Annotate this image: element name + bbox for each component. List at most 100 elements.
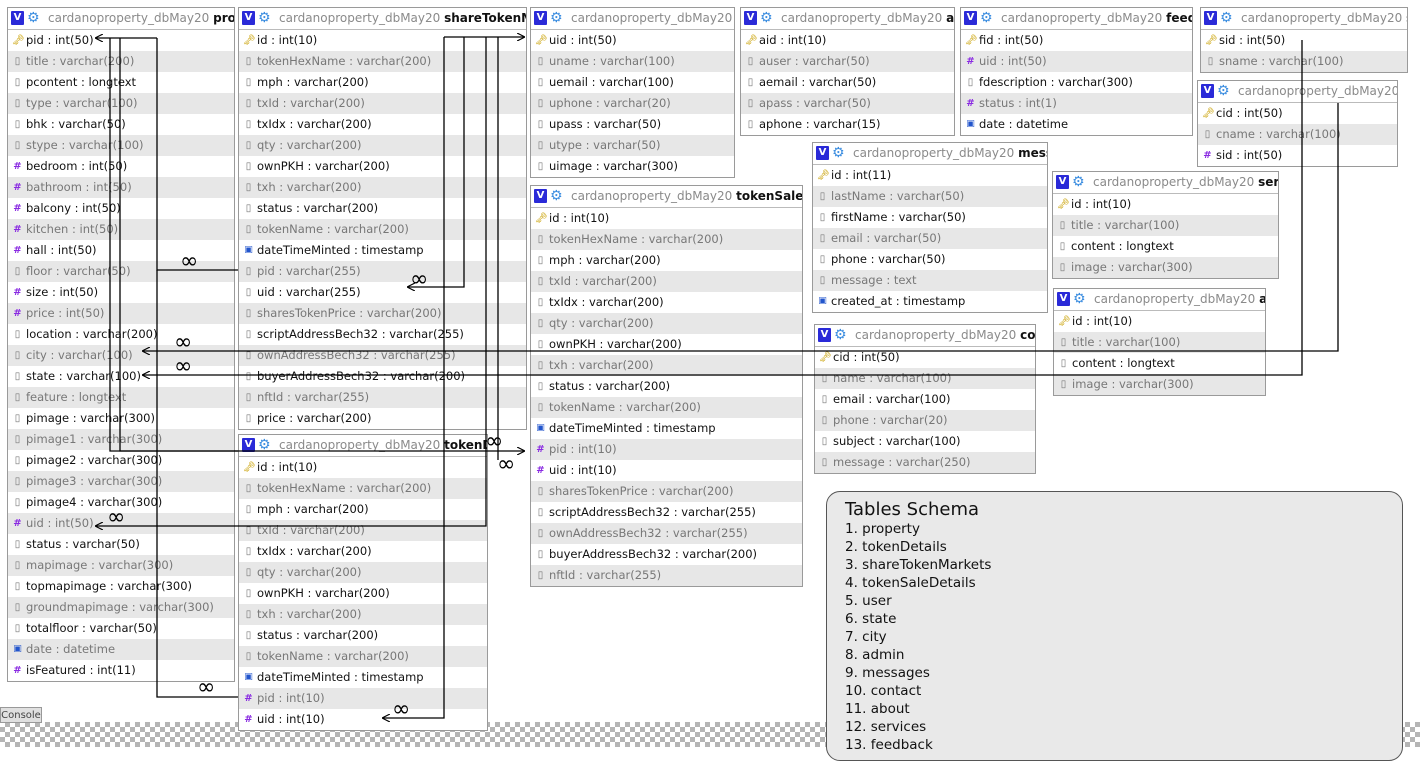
- column-row[interactable]: #bathroom : int(50): [8, 177, 234, 198]
- column-row[interactable]: ▯qty : varchar(200): [531, 313, 802, 334]
- column-row[interactable]: ▯txId : varchar(200): [239, 93, 526, 114]
- column-row[interactable]: #sid : int(50): [1198, 145, 1397, 166]
- column-row[interactable]: #uid : int(50): [8, 513, 234, 534]
- column-row[interactable]: 🗝id : int(10): [531, 208, 802, 229]
- column-row[interactable]: 🗝id : int(10): [239, 30, 526, 51]
- table-messages[interactable]: V⚙cardanoproperty_dbMay20 messages🗝id : …: [812, 142, 1048, 313]
- column-row[interactable]: ▯buyerAddressBech32 : varchar(200): [239, 366, 526, 387]
- column-row[interactable]: ▯nftId : varchar(255): [239, 387, 526, 408]
- column-row[interactable]: ▯tokenName : varchar(200): [531, 397, 802, 418]
- column-row[interactable]: 🗝sid : int(50): [1201, 30, 1407, 51]
- column-row[interactable]: #isFeatured : int(11): [8, 660, 234, 681]
- table-header[interactable]: V⚙cardanoproperty_dbMay20 services: [1053, 172, 1278, 194]
- column-row[interactable]: ▯sharesTokenPrice : varchar(200): [239, 303, 526, 324]
- column-row[interactable]: #pid : int(10): [239, 688, 487, 709]
- table-header[interactable]: V⚙cardanoproperty_dbMay20 messages: [813, 143, 1047, 165]
- column-row[interactable]: ▯tokenName : varchar(200): [239, 219, 526, 240]
- gear-icon[interactable]: ⚙: [1072, 174, 1085, 190]
- column-row[interactable]: ▯pcontent : longtext: [8, 72, 234, 93]
- column-row[interactable]: ▯scriptAddressBech32 : varchar(255): [239, 324, 526, 345]
- column-row[interactable]: ▯txh : varchar(200): [531, 355, 802, 376]
- column-row[interactable]: ▯message : varchar(250): [815, 452, 1035, 473]
- column-row[interactable]: ▯txh : varchar(200): [239, 177, 526, 198]
- column-row[interactable]: ▯status : varchar(200): [239, 198, 526, 219]
- table-shareTokenMarkets[interactable]: V⚙cardanoproperty_dbMay20 shareTokenMark…: [238, 7, 527, 430]
- column-row[interactable]: ▯content : longtext: [1054, 353, 1265, 374]
- column-row[interactable]: ▯ownPKH : varchar(200): [531, 334, 802, 355]
- table-contact[interactable]: V⚙cardanoproperty_dbMay20 contact🗝cid : …: [814, 324, 1036, 474]
- column-row[interactable]: ▯sname : varchar(100): [1201, 51, 1407, 72]
- gear-icon[interactable]: ⚙: [1073, 291, 1086, 307]
- column-row[interactable]: #bedroom : int(50): [8, 156, 234, 177]
- column-row[interactable]: #hall : int(50): [8, 240, 234, 261]
- table-header[interactable]: V⚙cardanoproperty_dbMay20 state: [1201, 8, 1407, 30]
- v-badge-icon[interactable]: V: [534, 11, 547, 25]
- v-badge-icon[interactable]: V: [818, 328, 831, 342]
- gear-icon[interactable]: ⚙: [258, 10, 271, 26]
- column-row[interactable]: 🗝cid : int(50): [815, 347, 1035, 368]
- column-row[interactable]: ▯sharesTokenPrice : varchar(200): [531, 481, 802, 502]
- gear-icon[interactable]: ⚙: [550, 188, 563, 204]
- table-user[interactable]: V⚙cardanoproperty_dbMay20 user🗝uid : int…: [530, 7, 735, 178]
- v-badge-icon[interactable]: V: [11, 11, 24, 25]
- column-row[interactable]: ▯image : varchar(300): [1053, 257, 1278, 278]
- v-badge-icon[interactable]: V: [744, 11, 757, 25]
- column-row[interactable]: ▯scriptAddressBech32 : varchar(255): [531, 502, 802, 523]
- column-row[interactable]: 🗝aid : int(10): [741, 30, 954, 51]
- table-header[interactable]: V⚙cardanoproperty_dbMay20 feedback: [961, 8, 1192, 30]
- column-row[interactable]: ▯state : varchar(100): [8, 366, 234, 387]
- column-row[interactable]: ▯uimage : varchar(300): [531, 156, 734, 177]
- column-row[interactable]: ▯feature : longtext: [8, 387, 234, 408]
- column-row[interactable]: ▯nftId : varchar(255): [531, 565, 802, 586]
- table-tokenDetails[interactable]: V⚙cardanoproperty_dbMay20 tokenDetails🗝i…: [238, 434, 488, 731]
- column-row[interactable]: ▯txh : varchar(200): [239, 604, 487, 625]
- column-row[interactable]: ▯status : varchar(200): [531, 376, 802, 397]
- table-feedback[interactable]: V⚙cardanoproperty_dbMay20 feedback🗝fid :…: [960, 7, 1193, 136]
- console-button[interactable]: Console: [0, 707, 42, 723]
- gear-icon[interactable]: ⚙: [1220, 10, 1233, 26]
- column-row[interactable]: ▯tokenName : varchar(200): [239, 646, 487, 667]
- table-state[interactable]: V⚙cardanoproperty_dbMay20 state🗝sid : in…: [1200, 7, 1408, 73]
- table-header[interactable]: V⚙cardanoproperty_dbMay20 city: [1198, 81, 1397, 103]
- column-row[interactable]: 🗝cid : int(50): [1198, 103, 1397, 124]
- column-row[interactable]: ▯bhk : varchar(50): [8, 114, 234, 135]
- table-header[interactable]: V⚙cardanoproperty_dbMay20 tokenSaleDetai…: [531, 186, 802, 208]
- column-row[interactable]: ▯floor : varchar(50): [8, 261, 234, 282]
- column-row[interactable]: ▯content : longtext: [1053, 236, 1278, 257]
- gear-icon[interactable]: ⚙: [760, 10, 773, 26]
- column-row[interactable]: ▯image : varchar(300): [1054, 374, 1265, 395]
- gear-icon[interactable]: ⚙: [550, 10, 563, 26]
- column-row[interactable]: ▯mph : varchar(200): [531, 250, 802, 271]
- column-row[interactable]: ▯mapimage : varchar(300): [8, 555, 234, 576]
- table-header[interactable]: V⚙cardanoproperty_dbMay20 about: [1054, 289, 1265, 311]
- column-row[interactable]: ▣date : datetime: [8, 639, 234, 660]
- column-row[interactable]: ▯firstName : varchar(50): [813, 207, 1047, 228]
- column-row[interactable]: ▯upass : varchar(50): [531, 114, 734, 135]
- column-row[interactable]: 🗝id : int(10): [1054, 311, 1265, 332]
- column-row[interactable]: ▯groundmapimage : varchar(300): [8, 597, 234, 618]
- column-row[interactable]: ▯uid : varchar(255): [239, 282, 526, 303]
- column-row[interactable]: #status : int(1): [961, 93, 1192, 114]
- column-row[interactable]: ▯city : varchar(100): [8, 345, 234, 366]
- column-row[interactable]: ▯title : varchar(100): [1054, 332, 1265, 353]
- column-row[interactable]: #uid : int(10): [531, 460, 802, 481]
- column-row[interactable]: ▯pimage3 : varchar(300): [8, 471, 234, 492]
- column-row[interactable]: ▣date : datetime: [961, 114, 1192, 135]
- column-row[interactable]: ▯pimage4 : varchar(300): [8, 492, 234, 513]
- v-badge-icon[interactable]: V: [1201, 84, 1214, 98]
- table-city[interactable]: V⚙cardanoproperty_dbMay20 city🗝cid : int…: [1197, 80, 1398, 167]
- column-row[interactable]: ▯status : varchar(50): [8, 534, 234, 555]
- column-row[interactable]: ▯txIdx : varchar(200): [239, 541, 487, 562]
- column-row[interactable]: ▯txIdx : varchar(200): [531, 292, 802, 313]
- column-row[interactable]: #size : int(50): [8, 282, 234, 303]
- column-row[interactable]: ▯email : varchar(50): [813, 228, 1047, 249]
- column-row[interactable]: ▯pid : varchar(255): [239, 261, 526, 282]
- column-row[interactable]: 🗝fid : int(50): [961, 30, 1192, 51]
- column-row[interactable]: ▣dateTimeMinted : timestamp: [239, 240, 526, 261]
- column-row[interactable]: ▯pimage2 : varchar(300): [8, 450, 234, 471]
- column-row[interactable]: ▣created_at : timestamp: [813, 291, 1047, 312]
- gear-icon[interactable]: ⚙: [1217, 83, 1230, 99]
- column-row[interactable]: ▯uemail : varchar(100): [531, 72, 734, 93]
- column-row[interactable]: #kitchen : int(50): [8, 219, 234, 240]
- column-row[interactable]: ▯phone : varchar(20): [815, 410, 1035, 431]
